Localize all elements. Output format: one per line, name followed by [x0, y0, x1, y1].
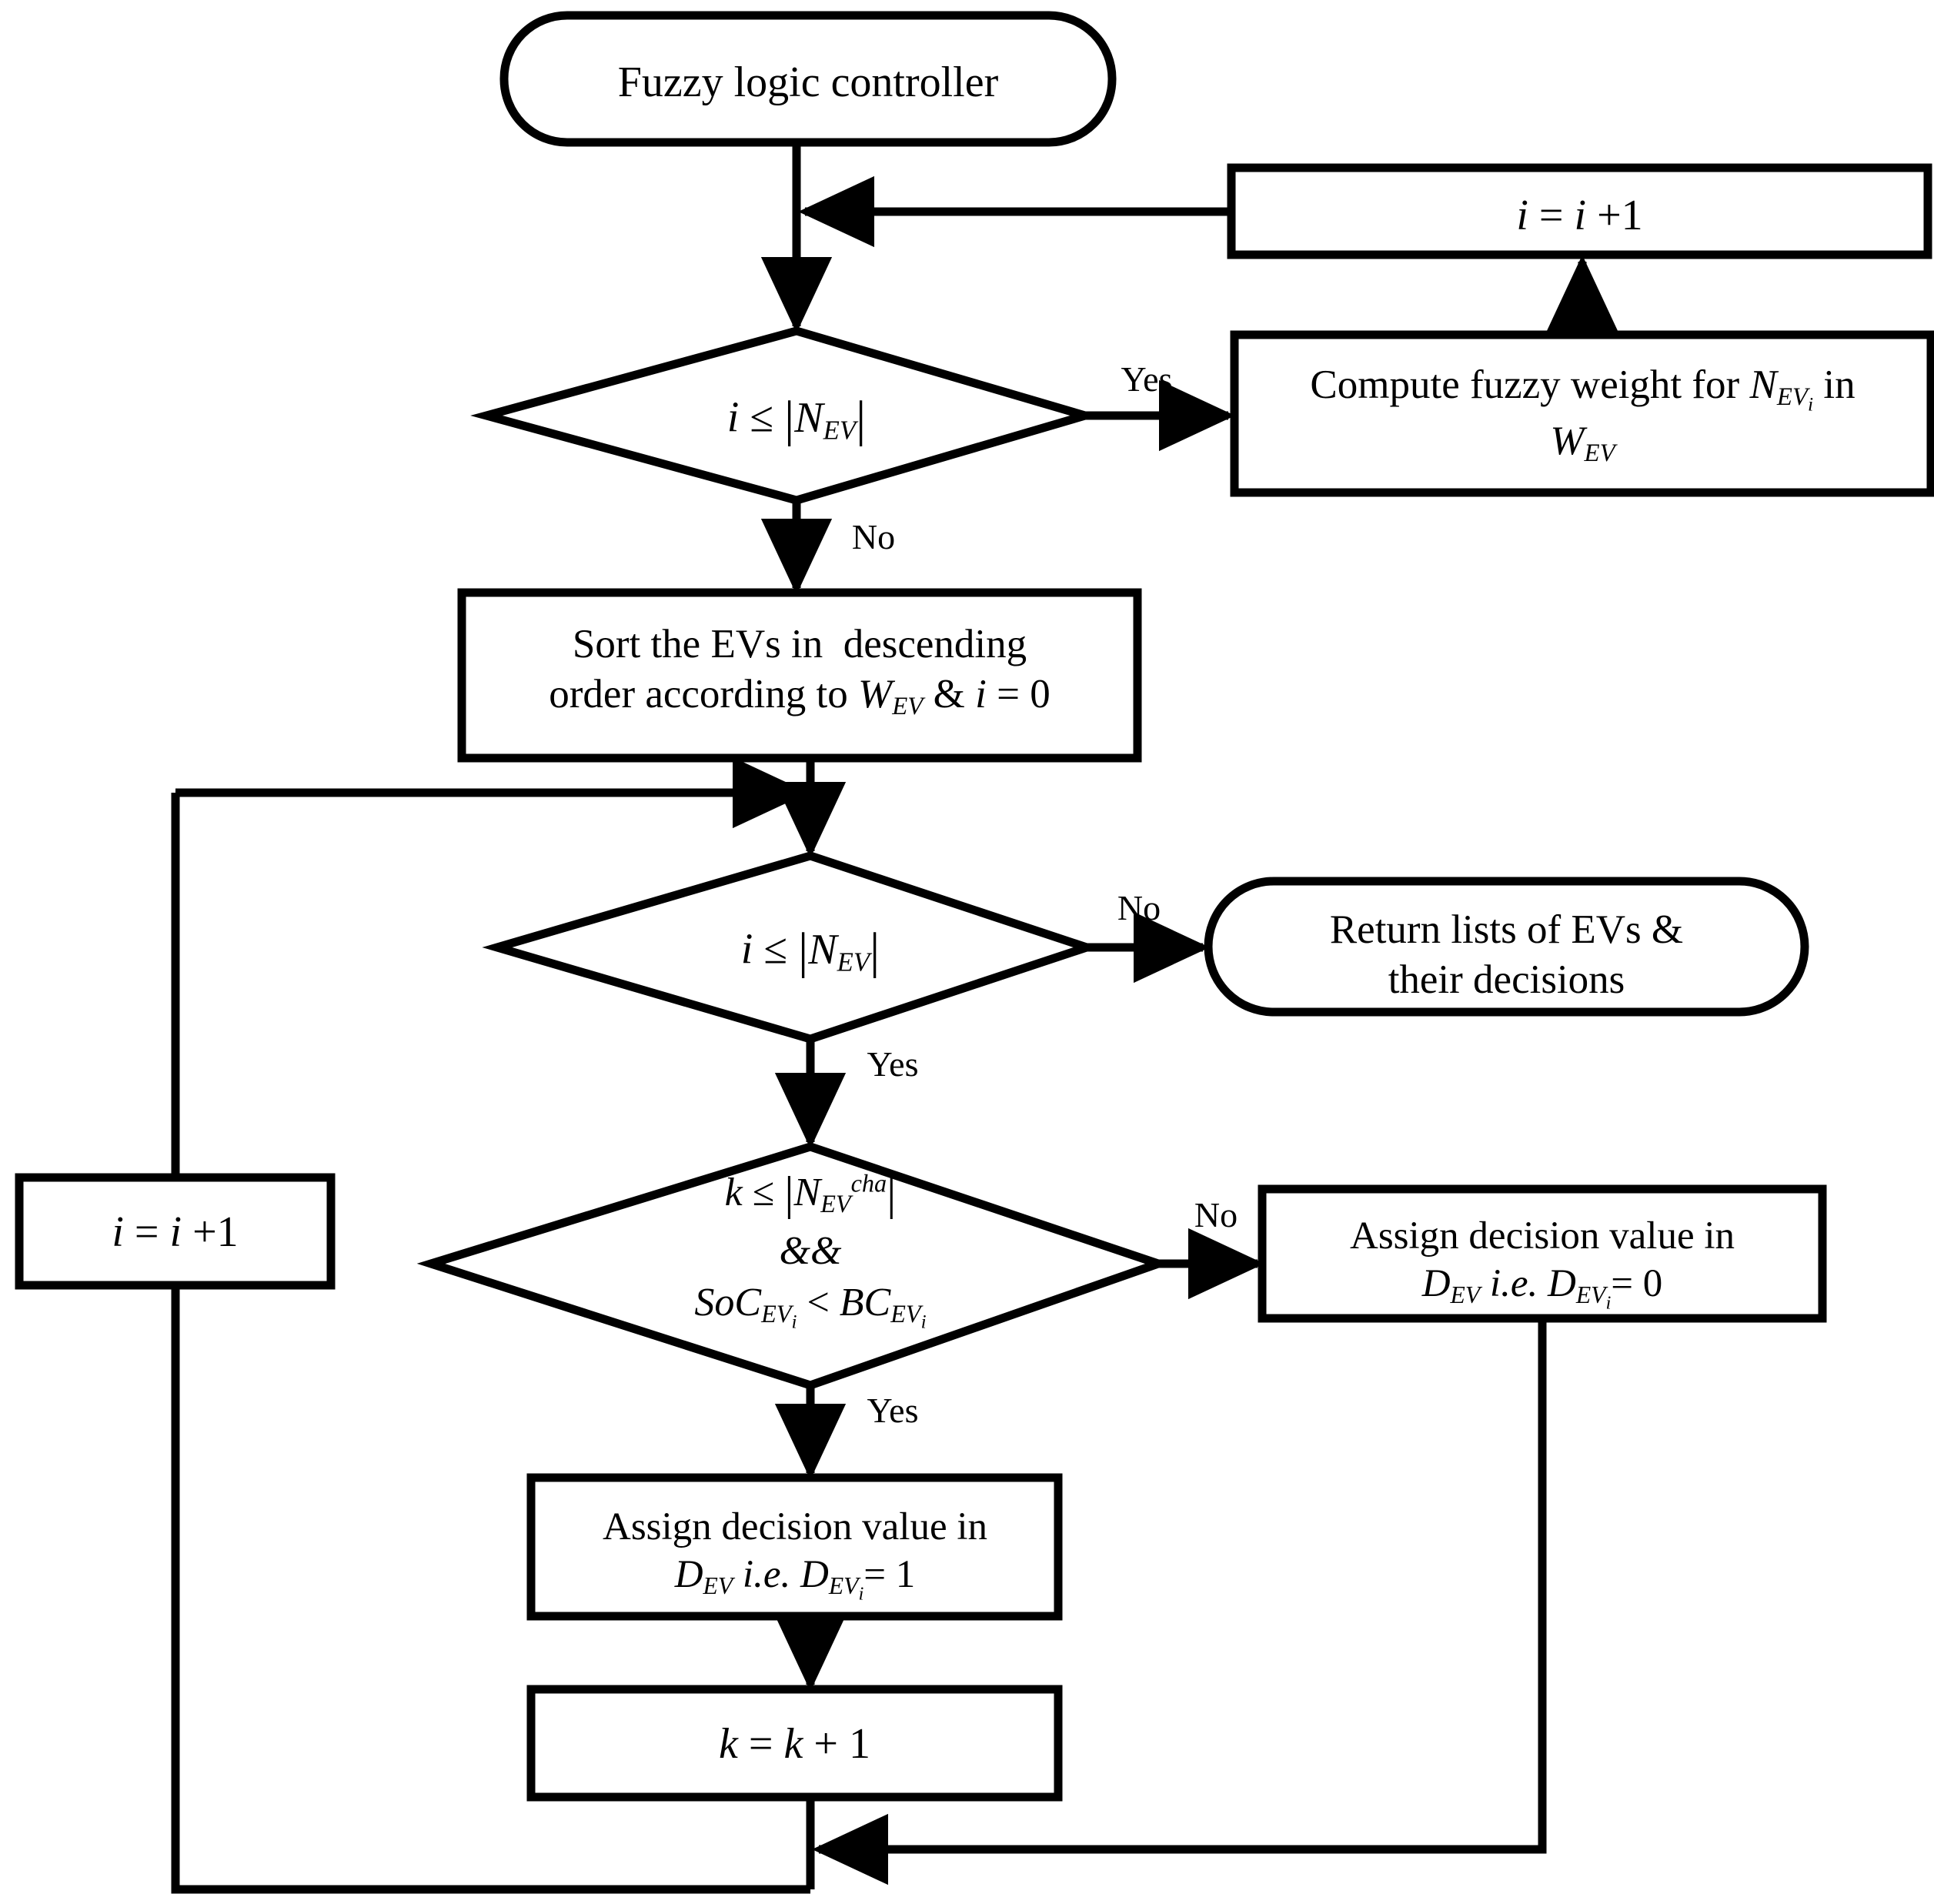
node-compute-weight-label: Compute fuzzy weight for NEVi in WEV — [1310, 362, 1856, 468]
node-decision2-label: i ≤ |NEV| — [740, 923, 880, 979]
edge-label-decision2-no: No — [1117, 888, 1161, 927]
node-assign-zero-shape — [1258, 1184, 1827, 1323]
node-assign-zero-label: Assign decision value in DEV i.e. DEVi= … — [1349, 1214, 1735, 1314]
edge-label-decision1-yes: Yes — [1121, 359, 1173, 399]
node-decision1-label: i ≤ |NEV| — [727, 391, 867, 447]
node-assign-one-label: Assign decision value in DEV i.e. DEVi= … — [602, 1505, 987, 1605]
node-start-shape — [499, 11, 1117, 147]
node-start-label: Fuzzy logic controller — [617, 58, 999, 106]
edge-label-decision2-yes: Yes — [867, 1044, 919, 1084]
edge-label-decision3-no: No — [1194, 1195, 1238, 1234]
node-increment-top-label: i = i +1 — [1516, 192, 1643, 239]
node-decision3-label: k ≤ |NEVcha| && SoCEVi < BCEVi — [694, 1167, 927, 1333]
edge-label-decision3-yes: Yes — [867, 1391, 919, 1430]
node-increment-top-shape — [1227, 163, 1932, 259]
edge-label-decision1-no: No — [851, 517, 896, 556]
node-increment-k-label: k = k + 1 — [719, 1720, 870, 1768]
node-return-label: Return lists of EVs &their decisions — [1329, 907, 1684, 1002]
node-increment-k-shape — [526, 1685, 1063, 1802]
node-increment-left-label: i = i +1 — [112, 1208, 239, 1256]
node-increment-left-shape — [15, 1173, 336, 1290]
edge-assign-zero-to-bottom-rail — [812, 1318, 1547, 1886]
node-sort-label: Sort the EVs in descending order accordi… — [549, 622, 1051, 720]
edge-bottom-rail-to-left-column — [171, 1285, 810, 1894]
